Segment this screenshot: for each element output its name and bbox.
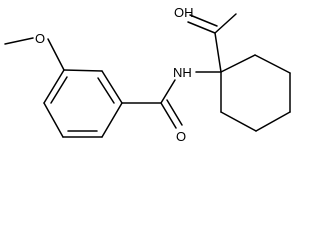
bond-acid-carbonyl-2 [189, 14, 218, 27]
bond-ring-3 [101, 102, 123, 138]
nitrogen-label: NH [173, 65, 192, 80]
chemical-structure-diagram: O NH O OH [4, 5, 291, 144]
bond-cyclohexane-1 [220, 54, 256, 73]
bond-ring-double-1 [97, 77, 115, 104]
bond-ring-1 [63, 69, 103, 72]
bond-acid-oh [214, 13, 237, 34]
bond-acid-carbonyl-1 [187, 21, 216, 34]
bond-quaternary-acid-carbon [214, 32, 222, 73]
carbonyl-oxygen-label: O [176, 129, 186, 144]
bond-methyl-o [4, 37, 34, 45]
bond-cyclohexane-2 [254, 54, 291, 74]
molecule-bonds [4, 13, 291, 138]
bond-cyclohexane-4 [255, 111, 291, 132]
carboxylic-acid-label: OH [174, 5, 194, 20]
bond-ring-double-3 [50, 76, 68, 104]
atom-labels: O NH O OH [35, 5, 194, 144]
bond-carbonyl-o-1 [160, 102, 177, 129]
bond-ring-5 [43, 102, 64, 138]
bond-carbonyl-n [160, 79, 176, 104]
bond-ring-6 [43, 69, 65, 104]
bond-ring-2 [101, 70, 123, 104]
methoxy-oxygen-label: O [35, 31, 45, 46]
bond-carbonyl-o-2 [166, 99, 183, 126]
bond-o-aromatic [47, 38, 65, 71]
bond-cyclohexane-5 [220, 111, 257, 132]
